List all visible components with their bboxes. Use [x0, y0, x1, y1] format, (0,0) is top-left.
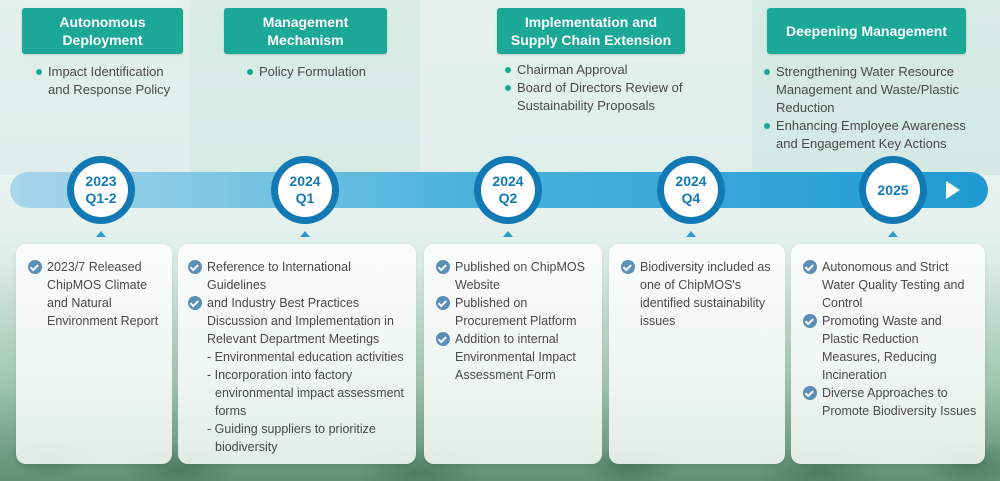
check-circle-icon: [621, 260, 635, 274]
list-item: Published on ChipMOS Website: [436, 258, 594, 294]
milestone-period: Q1: [295, 190, 315, 206]
list-item: Enhancing Employee Awareness and Engagem…: [764, 117, 969, 153]
milestone-year: 2023: [85, 173, 117, 189]
milestone-card-5: Autonomous and Strict Water Quality Test…: [791, 244, 985, 464]
check-circle-icon: [188, 260, 202, 274]
milestone-year: 2024: [289, 173, 321, 189]
check-circle-icon: [803, 386, 817, 400]
phase-header-1: Autonomous Deployment: [22, 8, 183, 54]
milestone-card-2: Reference to International Guidelines an…: [178, 244, 416, 464]
milestone-card-3: Published on ChipMOS Website Published o…: [424, 244, 602, 464]
pointer-icon: [96, 231, 106, 237]
list-item: Promoting Waste and Plastic Reduction Me…: [803, 312, 977, 384]
milestone-period: Q1-2: [85, 190, 117, 206]
list-item: Diverse Approaches to Promote Biodiversi…: [803, 384, 977, 420]
list-item: Autonomous and Strict Water Quality Test…: [803, 258, 977, 312]
check-circle-icon: [436, 260, 450, 274]
list-item: 2023/7 Released ChipMOS Climate and Natu…: [28, 258, 164, 330]
sub-item: - Incorporation into factory environment…: [207, 368, 404, 418]
list-item: Biodiversity included as one of ChipMOS'…: [621, 258, 777, 330]
pointer-icon: [686, 231, 696, 237]
list-item: Addition to internal Environmental Impac…: [436, 330, 594, 384]
list-item: Reference to International Guidelines: [188, 258, 412, 294]
list-item: Published on Procurement Platform: [436, 294, 594, 330]
phase-list-2: Policy Formulation: [247, 63, 407, 81]
list-item: Chairman Approval: [505, 61, 705, 79]
milestone-year: 2024: [492, 173, 524, 189]
phase-list-1: Impact Identification and Response Polic…: [36, 63, 176, 99]
pointer-icon: [888, 231, 898, 237]
check-circle-icon: [436, 296, 450, 310]
milestone-card-1: 2023/7 Released ChipMOS Climate and Natu…: [16, 244, 172, 464]
phase-header-2: Management Mechanism: [224, 8, 387, 54]
check-circle-icon: [188, 296, 202, 310]
list-item: Board of Directors Review of Sustainabil…: [505, 79, 705, 115]
sub-item: - Guiding suppliers to prioritize biodiv…: [207, 422, 376, 454]
pointer-icon: [300, 231, 310, 237]
milestone-year: 2024: [675, 173, 707, 189]
list-item: Impact Identification and Response Polic…: [36, 63, 176, 99]
phase-header-3: Implementation and Supply Chain Extensio…: [497, 8, 685, 54]
check-circle-icon: [436, 332, 450, 346]
pointer-icon: [503, 231, 513, 237]
check-circle-icon: [803, 260, 817, 274]
milestone-card-4: Biodiversity included as one of ChipMOS'…: [609, 244, 785, 464]
milestone-year: 2025: [877, 181, 909, 198]
play-arrow-icon: [946, 181, 960, 199]
phase-header-4: Deepening Management: [767, 8, 966, 54]
milestone-period: Q2: [498, 190, 518, 206]
list-item: Policy Formulation: [247, 63, 407, 81]
check-circle-icon: [803, 314, 817, 328]
list-item: and Industry Best Practices Discussion a…: [188, 294, 412, 348]
list-item: Strengthening Water Resource Management …: [764, 63, 969, 117]
milestone-2025: 2025: [859, 156, 927, 224]
milestone-period: Q4: [681, 190, 701, 206]
sub-item: - Environmental education activities: [207, 350, 404, 364]
phase-list-3: Chairman Approval Board of Directors Rev…: [505, 61, 705, 115]
phase-list-4: Strengthening Water Resource Management …: [764, 63, 969, 153]
check-circle-icon: [28, 260, 42, 274]
